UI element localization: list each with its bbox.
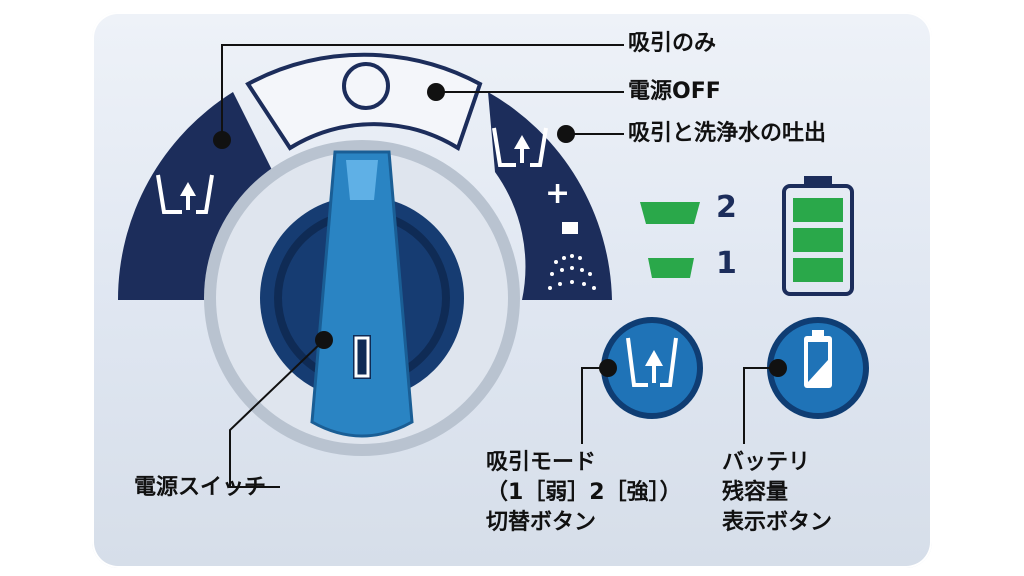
battery-segment-2 xyxy=(793,228,843,252)
dial-knob[interactable] xyxy=(310,150,414,438)
suction-mode-label-line1: 吸引モード xyxy=(486,450,597,475)
spray-icon xyxy=(548,222,596,290)
suction-arrow-icon xyxy=(180,182,196,196)
level-1-label: 1 xyxy=(716,246,737,281)
battery-check-button-icon xyxy=(804,330,832,388)
power-switch-label: 電源スイッチ xyxy=(134,475,267,500)
dial-pointer-mark xyxy=(354,336,370,378)
battery-segment-3 xyxy=(793,198,843,222)
battery-label-line3: 表示ボタン xyxy=(722,510,833,535)
off-symbol-icon xyxy=(342,62,390,110)
battery-label: バッテリ 残容量 表示ボタン xyxy=(722,448,832,538)
leader-lines xyxy=(221,44,778,488)
suction-mode-label: 吸引モード （1［弱］2［強］） 切替ボタン xyxy=(486,448,682,538)
suction-water-arrow-icon xyxy=(514,135,530,149)
mode-arc-off xyxy=(245,52,483,152)
leader-power-switch xyxy=(229,339,325,488)
leader-battery xyxy=(743,367,778,444)
suction-mode-label-line3: 切替ボタン xyxy=(486,510,597,535)
suction-mode-arrow-icon xyxy=(645,350,663,366)
battery-label-line2: 残容量 xyxy=(722,480,789,505)
leader-dots xyxy=(213,83,787,377)
battery-segment-1 xyxy=(793,258,843,282)
power-off-label: 電源OFF xyxy=(628,79,721,104)
suction-water-label: 吸引と洗浄水の吐出 xyxy=(628,121,827,146)
leader-suction-only xyxy=(221,44,624,140)
level-1-indicator xyxy=(648,258,694,278)
suction-mode-label-line2: （1［弱］2［強］） xyxy=(486,480,682,505)
battery-label-line1: バッテリ xyxy=(722,450,811,475)
suction-only-label: 吸引のみ xyxy=(628,31,717,56)
battery-terminal-icon xyxy=(804,176,832,188)
level-2-indicator xyxy=(640,202,700,224)
dial-knob-highlight xyxy=(346,160,378,200)
plus-icon: + xyxy=(545,176,571,211)
level-2-label: 2 xyxy=(716,190,737,225)
